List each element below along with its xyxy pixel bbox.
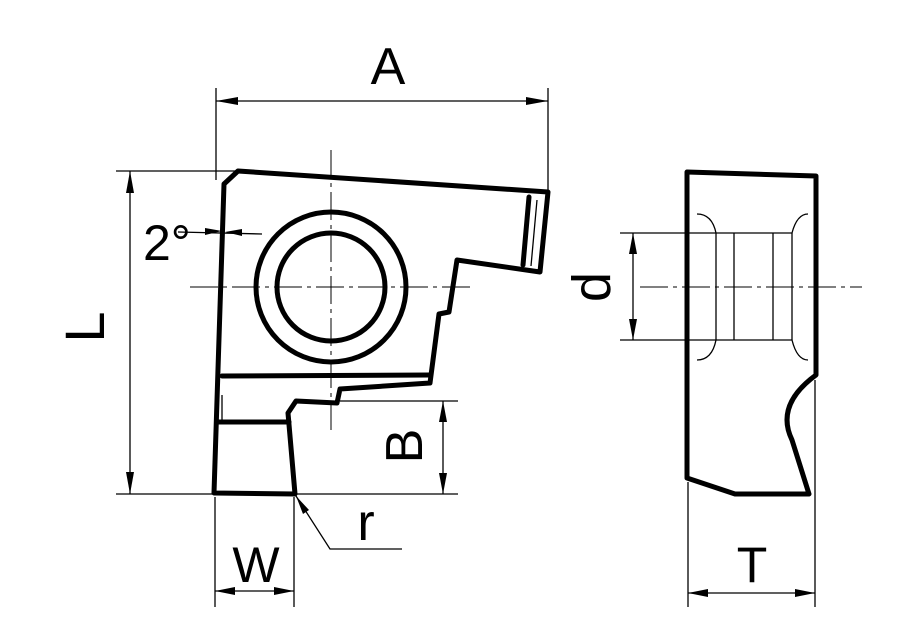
dimension-b: B	[296, 400, 458, 495]
label-r: r	[357, 494, 374, 552]
side-view	[640, 169, 862, 497]
dimension-angle: 2°	[143, 215, 263, 271]
hole-profile-top	[696, 213, 809, 234]
dimension-w: W	[214, 497, 295, 607]
slot-outline	[520, 194, 532, 268]
label-angle: 2°	[143, 215, 191, 271]
dimension-t: T	[687, 380, 816, 607]
label-a: A	[371, 38, 406, 96]
dimension-a: A	[215, 38, 549, 190]
seat-line	[219, 372, 433, 379]
dimension-r: r	[295, 494, 402, 552]
slot-inner-line	[530, 199, 538, 267]
dimension-d: d	[562, 232, 716, 341]
side-outline	[684, 169, 819, 497]
dimension-l: L	[53, 170, 240, 495]
label-d: d	[562, 272, 622, 302]
insert-outline	[211, 168, 551, 497]
label-b: B	[376, 429, 434, 464]
label-t: T	[737, 537, 768, 593]
hole-profile-bottom	[696, 339, 809, 361]
front-view	[190, 150, 551, 497]
label-w: W	[232, 537, 280, 593]
label-l: L	[53, 311, 116, 342]
